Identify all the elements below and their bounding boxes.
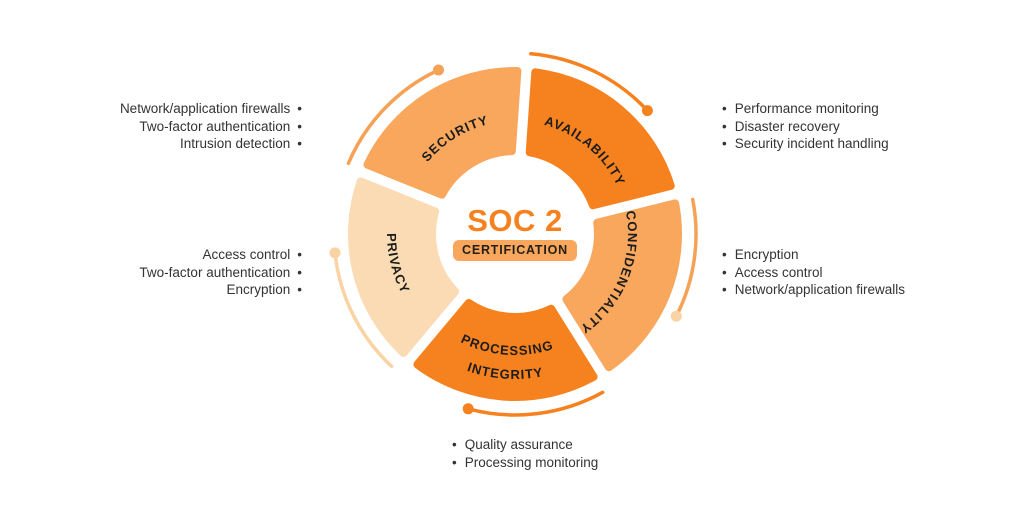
privacy-arc-dot: [329, 247, 341, 259]
list-item: Network/application firewalls: [722, 281, 905, 299]
center-title: SOC 2: [467, 203, 563, 238]
segment-availability: [525, 68, 675, 210]
list-item: Network/application firewalls: [120, 100, 302, 118]
privacy-items-list: Access control Two-factor authentication…: [139, 246, 302, 299]
confidentiality-arc-dot: [670, 310, 682, 322]
processing-integrity-items-list: Quality assurance Processing monitoring: [452, 436, 599, 472]
processing-arc-dot: [462, 403, 474, 415]
security-arc-dot: [433, 64, 444, 76]
accent-arcs: [333, 51, 698, 417]
confidentiality-items-list: Encryption Access control Network/applic…: [722, 246, 905, 299]
list-item: Encryption: [722, 246, 905, 264]
list-item: Two-factor authentication: [139, 264, 302, 282]
list-item: Two-factor authentication: [120, 118, 302, 136]
availability-arc-dot: [641, 105, 653, 117]
certification-badge: CERTIFICATION: [453, 240, 577, 261]
segment-privacy: [347, 177, 460, 357]
privacy-accent-arc: [333, 251, 394, 369]
list-item: Access control: [139, 246, 302, 264]
list-item: Access control: [722, 264, 905, 282]
segment-processing-integrity: [413, 299, 598, 401]
list-item: Security incident handling: [722, 135, 889, 153]
list-item: Processing monitoring: [452, 454, 599, 472]
security-accent-arc: [346, 68, 441, 166]
segment-wedges: [347, 66, 682, 401]
list-item: Performance monitoring: [722, 100, 889, 118]
accent-dots: [329, 64, 682, 415]
segment-security: [363, 66, 522, 199]
processing-accent-arc: [466, 390, 605, 417]
list-item: Quality assurance: [452, 436, 598, 454]
security-items-list: Network/application firewalls Two-factor…: [120, 100, 302, 153]
center-badge-wrap: CERTIFICATION: [415, 240, 615, 261]
availability-accent-arc: [529, 51, 650, 113]
segment-confidentiality: [562, 199, 682, 372]
list-item: Encryption: [139, 281, 302, 299]
list-item: Intrusion detection: [120, 135, 302, 153]
confidentiality-accent-arc: [674, 197, 698, 318]
list-item: Disaster recovery: [722, 118, 889, 136]
availability-items-list: Performance monitoring Disaster recovery…: [722, 100, 889, 153]
